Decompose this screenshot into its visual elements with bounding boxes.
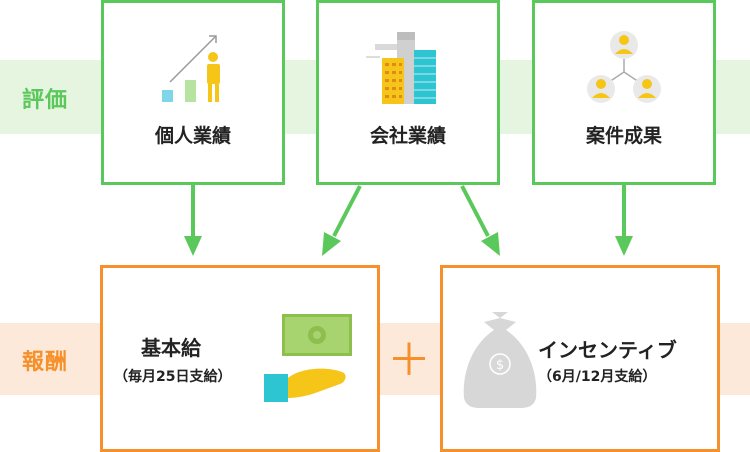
incentive-note: （6月/12月支給） (538, 369, 657, 385)
svg-text:$: $ (496, 358, 504, 373)
evaluation-row-label: 評価 (22, 88, 69, 113)
project-results-box: 案件成果 (532, 0, 716, 185)
incentive-label: インセンティブ (538, 338, 677, 362)
individual-performance-label: 個人業績 (154, 125, 231, 147)
project-results-label: 案件成果 (585, 125, 662, 147)
cash-in-hand-icon (264, 314, 352, 402)
company-performance-label: 会社業績 (369, 125, 446, 147)
arrow-individual-to-base (184, 185, 202, 256)
reward-row-label: 報酬 (22, 350, 69, 375)
arrow-company-to-incentive (460, 185, 500, 256)
person-growth-chart-icon (162, 35, 220, 102)
team-network-icon (587, 31, 661, 103)
buildings-icon (366, 32, 436, 104)
money-bag-icon: $ (463, 312, 537, 408)
base-salary-note: （毎月25日支給） (114, 369, 232, 385)
base-salary-label: 基本給 (141, 336, 201, 360)
arrow-company-to-base (322, 185, 362, 256)
arrow-project-to-incentive (615, 185, 633, 256)
base-salary-box (100, 265, 380, 452)
plus-sign: ＋ (387, 335, 431, 386)
